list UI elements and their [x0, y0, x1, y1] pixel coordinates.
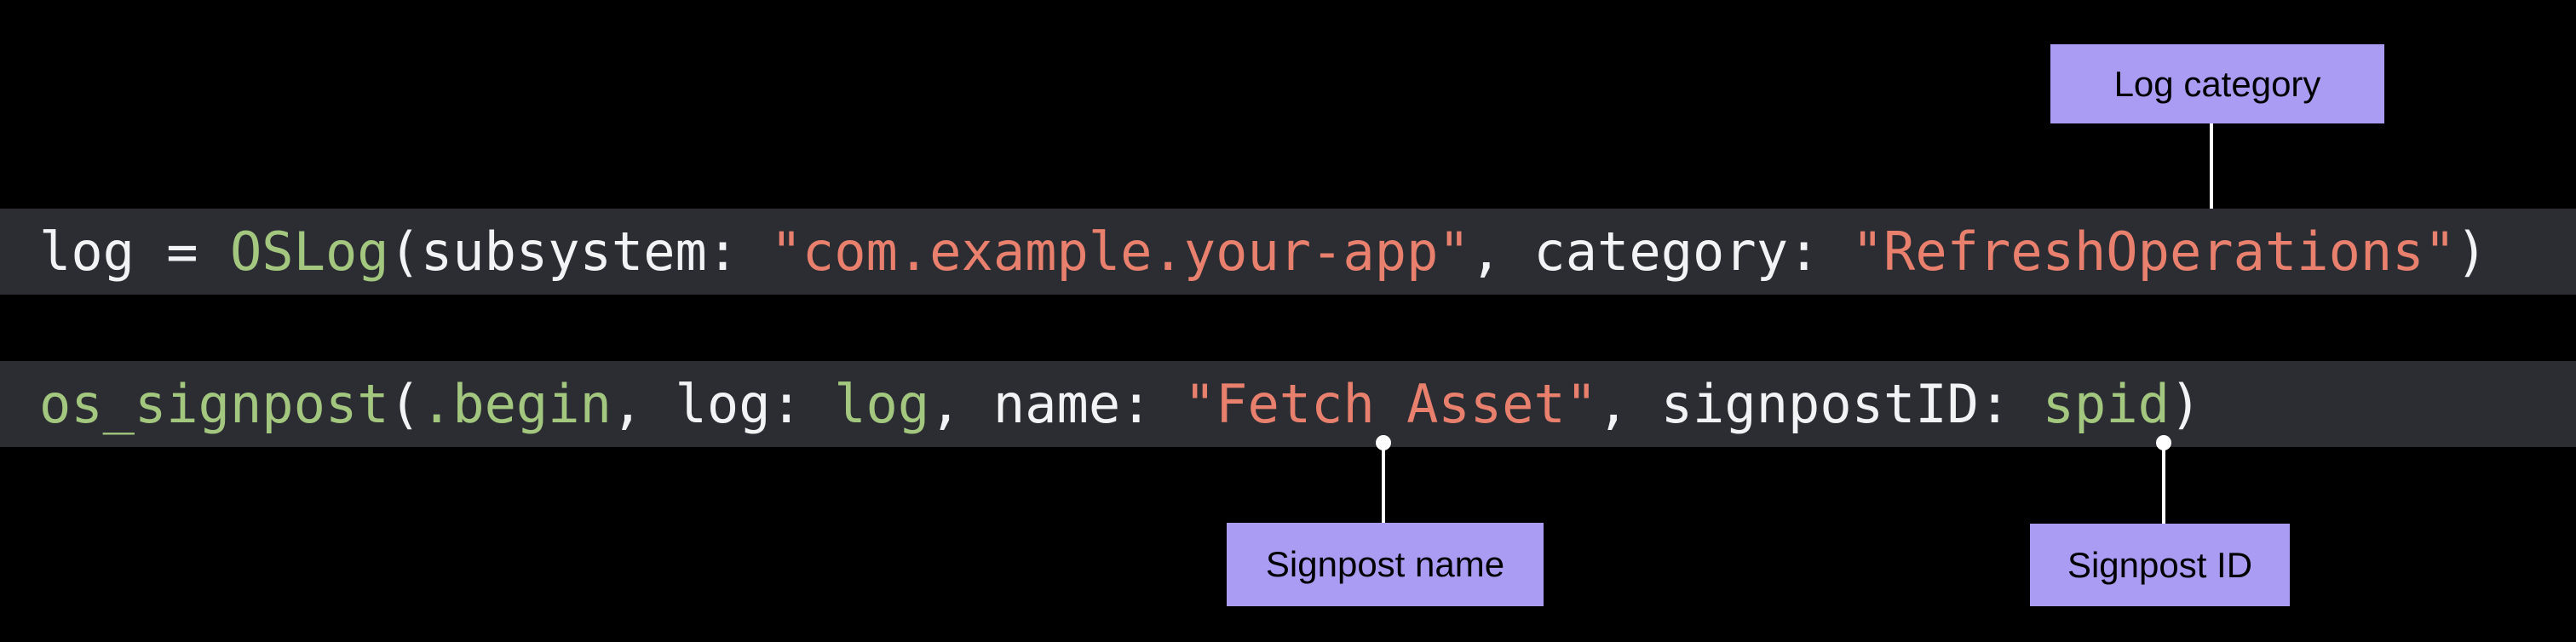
callout-signpost-name: Signpost name [1227, 523, 1544, 606]
code-token-plain: log = [39, 220, 230, 283]
code-token-name-label: , name: [929, 372, 1184, 435]
leader-line-signpost-name [1382, 441, 1385, 523]
callout-signpost-id-label: Signpost ID [2067, 544, 2253, 585]
code-token-log-value: log [834, 372, 930, 435]
code-token-spid-value: spid [2042, 372, 2170, 435]
leader-line-signpost-id [2162, 441, 2165, 524]
callout-signpost-name-label: Signpost name [1265, 544, 1505, 584]
code-token-begin-case: .begin [420, 372, 612, 435]
code-token-subsystem-label: (subsystem: [388, 220, 771, 283]
code-token-close-paren-2: ) [2169, 372, 2202, 435]
callout-log-category-label: Log category [2113, 63, 2321, 104]
code-token-open-paren: ( [388, 372, 421, 435]
leader-line-log-category [2210, 123, 2213, 217]
code-token-category-string: "RefreshOperations" [1851, 220, 2456, 283]
code-token-os-signpost-identifier: os_signpost [39, 372, 389, 435]
code-token-signpostid-label: , signpostID: [1597, 372, 2043, 435]
code-line-oslog: log = OSLog(subsystem: "com.example.your… [0, 209, 2576, 295]
code-token-name-string: "Fetch Asset" [1183, 372, 1598, 435]
callout-log-category: Log category [2050, 44, 2384, 123]
code-token-subsystem-string: "com.example.your-app" [770, 220, 1470, 283]
code-token-close-paren: ) [2455, 220, 2488, 283]
code-token-oslog-identifier: OSLog [229, 220, 389, 283]
code-token-category-label: , category: [1469, 220, 1852, 283]
code-line-os-signpost: os_signpost(.begin, log: log, name: "Fet… [0, 361, 2576, 447]
callout-signpost-id: Signpost ID [2030, 524, 2290, 606]
code-token-log-label: , log: [611, 372, 835, 435]
